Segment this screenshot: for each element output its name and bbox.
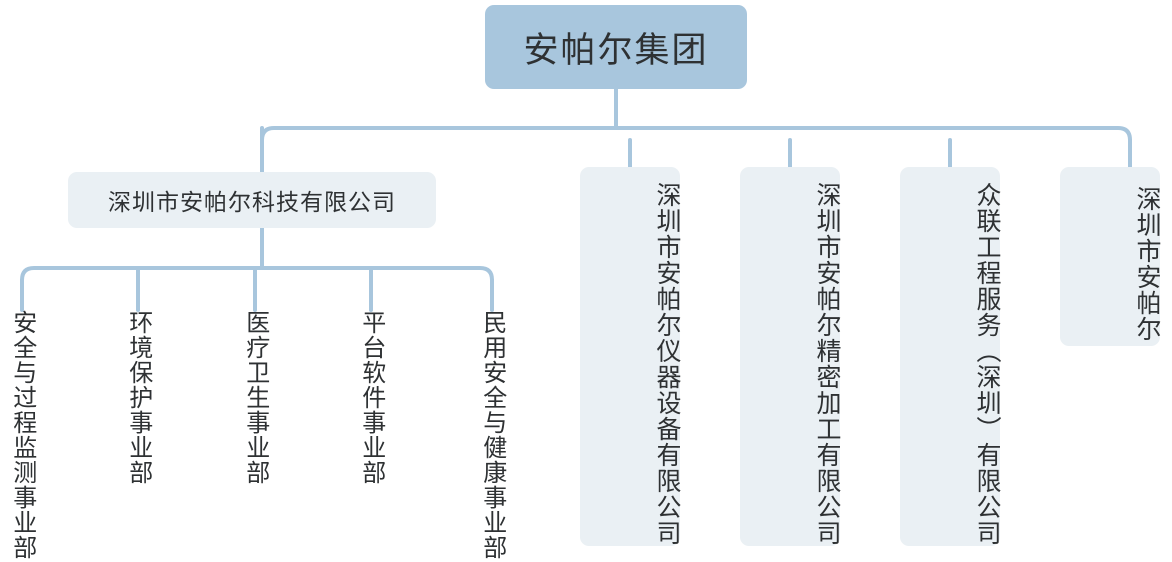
- connector-dept-bus: [20, 266, 494, 282]
- org-node-division-3[interactable]: 深圳市安帕尔精密加工有限公司: [740, 167, 841, 546]
- org-node-division-2[interactable]: 深圳市安帕尔仪器设备有限公司: [580, 167, 681, 546]
- connector-top-bus: [260, 126, 1132, 142]
- org-node-division-1[interactable]: 深圳市安帕尔科技有限公司: [68, 172, 436, 228]
- org-node-department-4[interactable]: 平台软件事业部: [357, 310, 385, 485]
- org-node-department-5[interactable]: 民用安全与健康事业部: [478, 310, 506, 560]
- org-node-division-5[interactable]: 深圳市安帕尔: [1060, 167, 1161, 346]
- org-node-root[interactable]: 安帕尔集团: [485, 5, 747, 89]
- org-node-department-2[interactable]: 环境保护事业部: [124, 310, 152, 485]
- org-node-department-1[interactable]: 安全与过程监测事业部: [8, 310, 36, 560]
- org-node-division-4[interactable]: 众联工程服务（深圳）有限公司: [900, 167, 1001, 546]
- org-node-department-3[interactable]: 医疗卫生事业部: [241, 310, 269, 485]
